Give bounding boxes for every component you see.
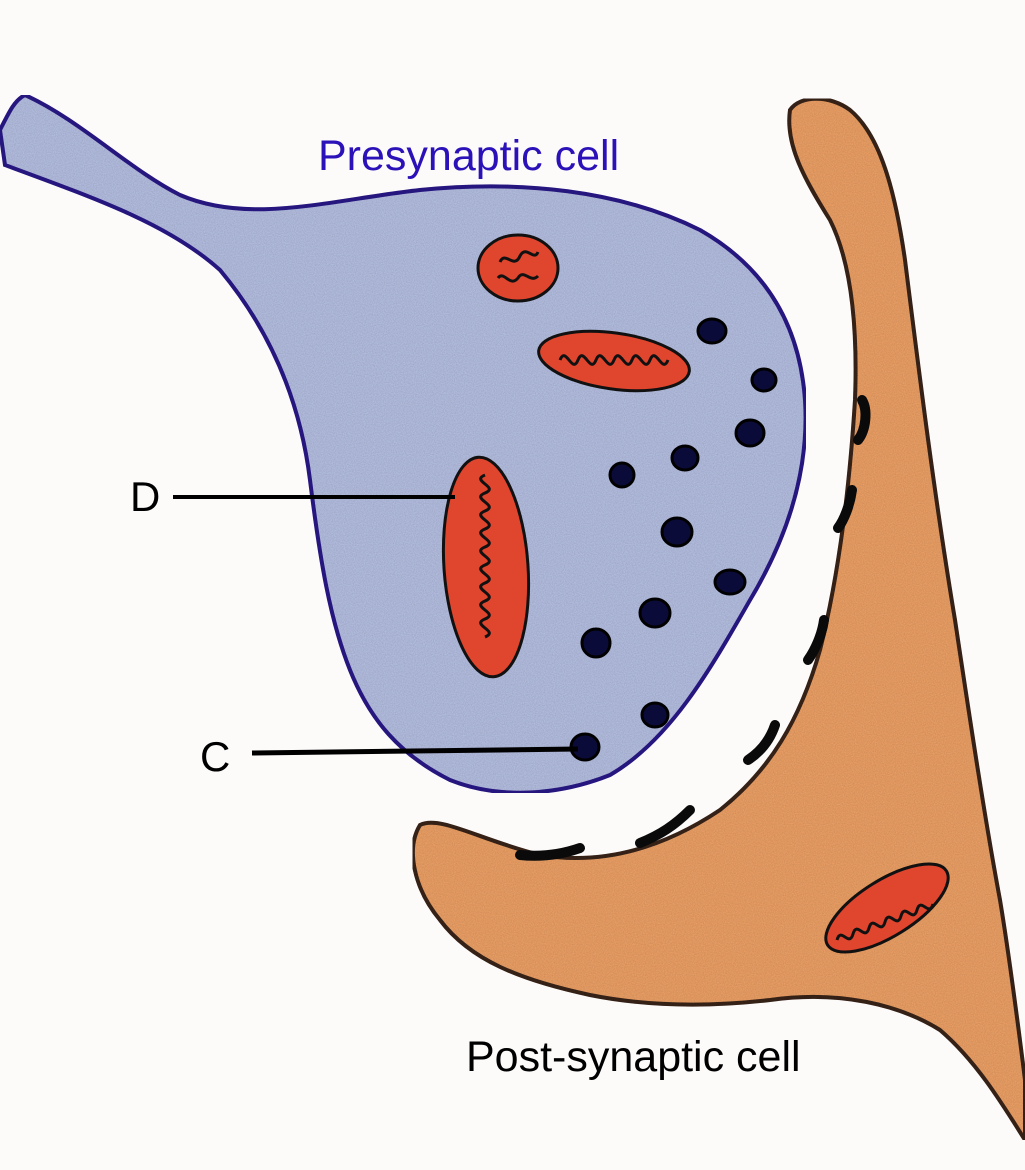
postsynaptic-cell-label: Post-synaptic cell: [466, 1033, 801, 1081]
receptor-mark: [515, 843, 585, 861]
synaptic-vesicles: [569, 317, 778, 762]
receptor-mark: [853, 395, 871, 445]
receptor-mark: [743, 720, 780, 765]
presynaptic-cell-body: [0, 92, 808, 795]
synaptic-vesicle: [750, 367, 778, 393]
callout-line-c: [251, 746, 579, 756]
receptor-mark: [833, 485, 857, 533]
receptor-mark: [803, 615, 829, 665]
mitochondrion-horizontal: [537, 329, 691, 393]
mitochondrion-round: [476, 233, 560, 303]
synaptic-vesicle: [580, 627, 612, 659]
synaptic-vesicle: [608, 461, 636, 489]
callout-label-d: D: [130, 473, 161, 520]
callout-label-c: C: [200, 733, 231, 780]
postsynaptic-receptors: [515, 395, 871, 861]
synaptic-vesicle: [670, 444, 700, 472]
synaptic-vesicle: [734, 418, 766, 448]
synaptic-vesicle: [640, 701, 670, 729]
presynaptic-cell-label: Presynaptic cell: [318, 132, 620, 180]
synaptic-vesicle: [660, 516, 694, 548]
mitochondrion-vertical: [441, 455, 531, 679]
synaptic-vesicle: [638, 597, 672, 629]
mitochondrion-postsynaptic: [824, 862, 950, 954]
synaptic-vesicle: [713, 568, 747, 596]
postsynaptic-cell-body: [411, 96, 1025, 1144]
synaptic-vesicle: [696, 317, 728, 345]
receptor-mark: [635, 805, 695, 848]
